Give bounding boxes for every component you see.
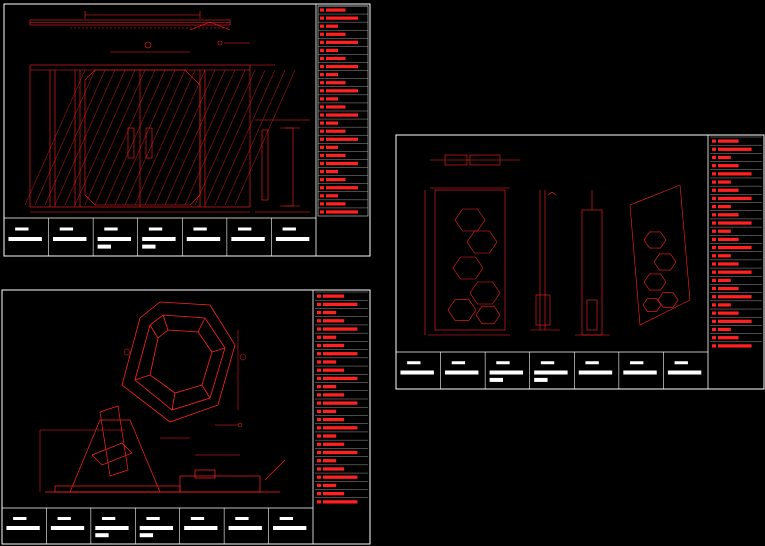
sheet-door-elevation[interactable] xyxy=(3,3,371,257)
panel-plan-view xyxy=(430,154,520,166)
notes-column xyxy=(710,136,762,348)
sheet-hexagon-panel-elevation[interactable] xyxy=(395,134,765,390)
title-block xyxy=(395,352,702,389)
notes-column xyxy=(315,291,368,504)
sheet-hexagon-frame-section[interactable] xyxy=(1,289,371,545)
handle-detail xyxy=(255,119,310,213)
door-elevation-view xyxy=(24,64,296,213)
frame-section-view xyxy=(39,405,286,493)
panel-side-section xyxy=(530,190,560,331)
title-block xyxy=(3,218,310,256)
door-plan-view xyxy=(29,11,250,53)
panel-rear-elevation xyxy=(575,190,610,336)
title-block xyxy=(1,508,307,544)
panel-perspective-view xyxy=(629,184,691,326)
frame-plan-view xyxy=(121,301,247,423)
notes-column xyxy=(317,5,369,217)
panel-front-elevation xyxy=(424,187,510,336)
